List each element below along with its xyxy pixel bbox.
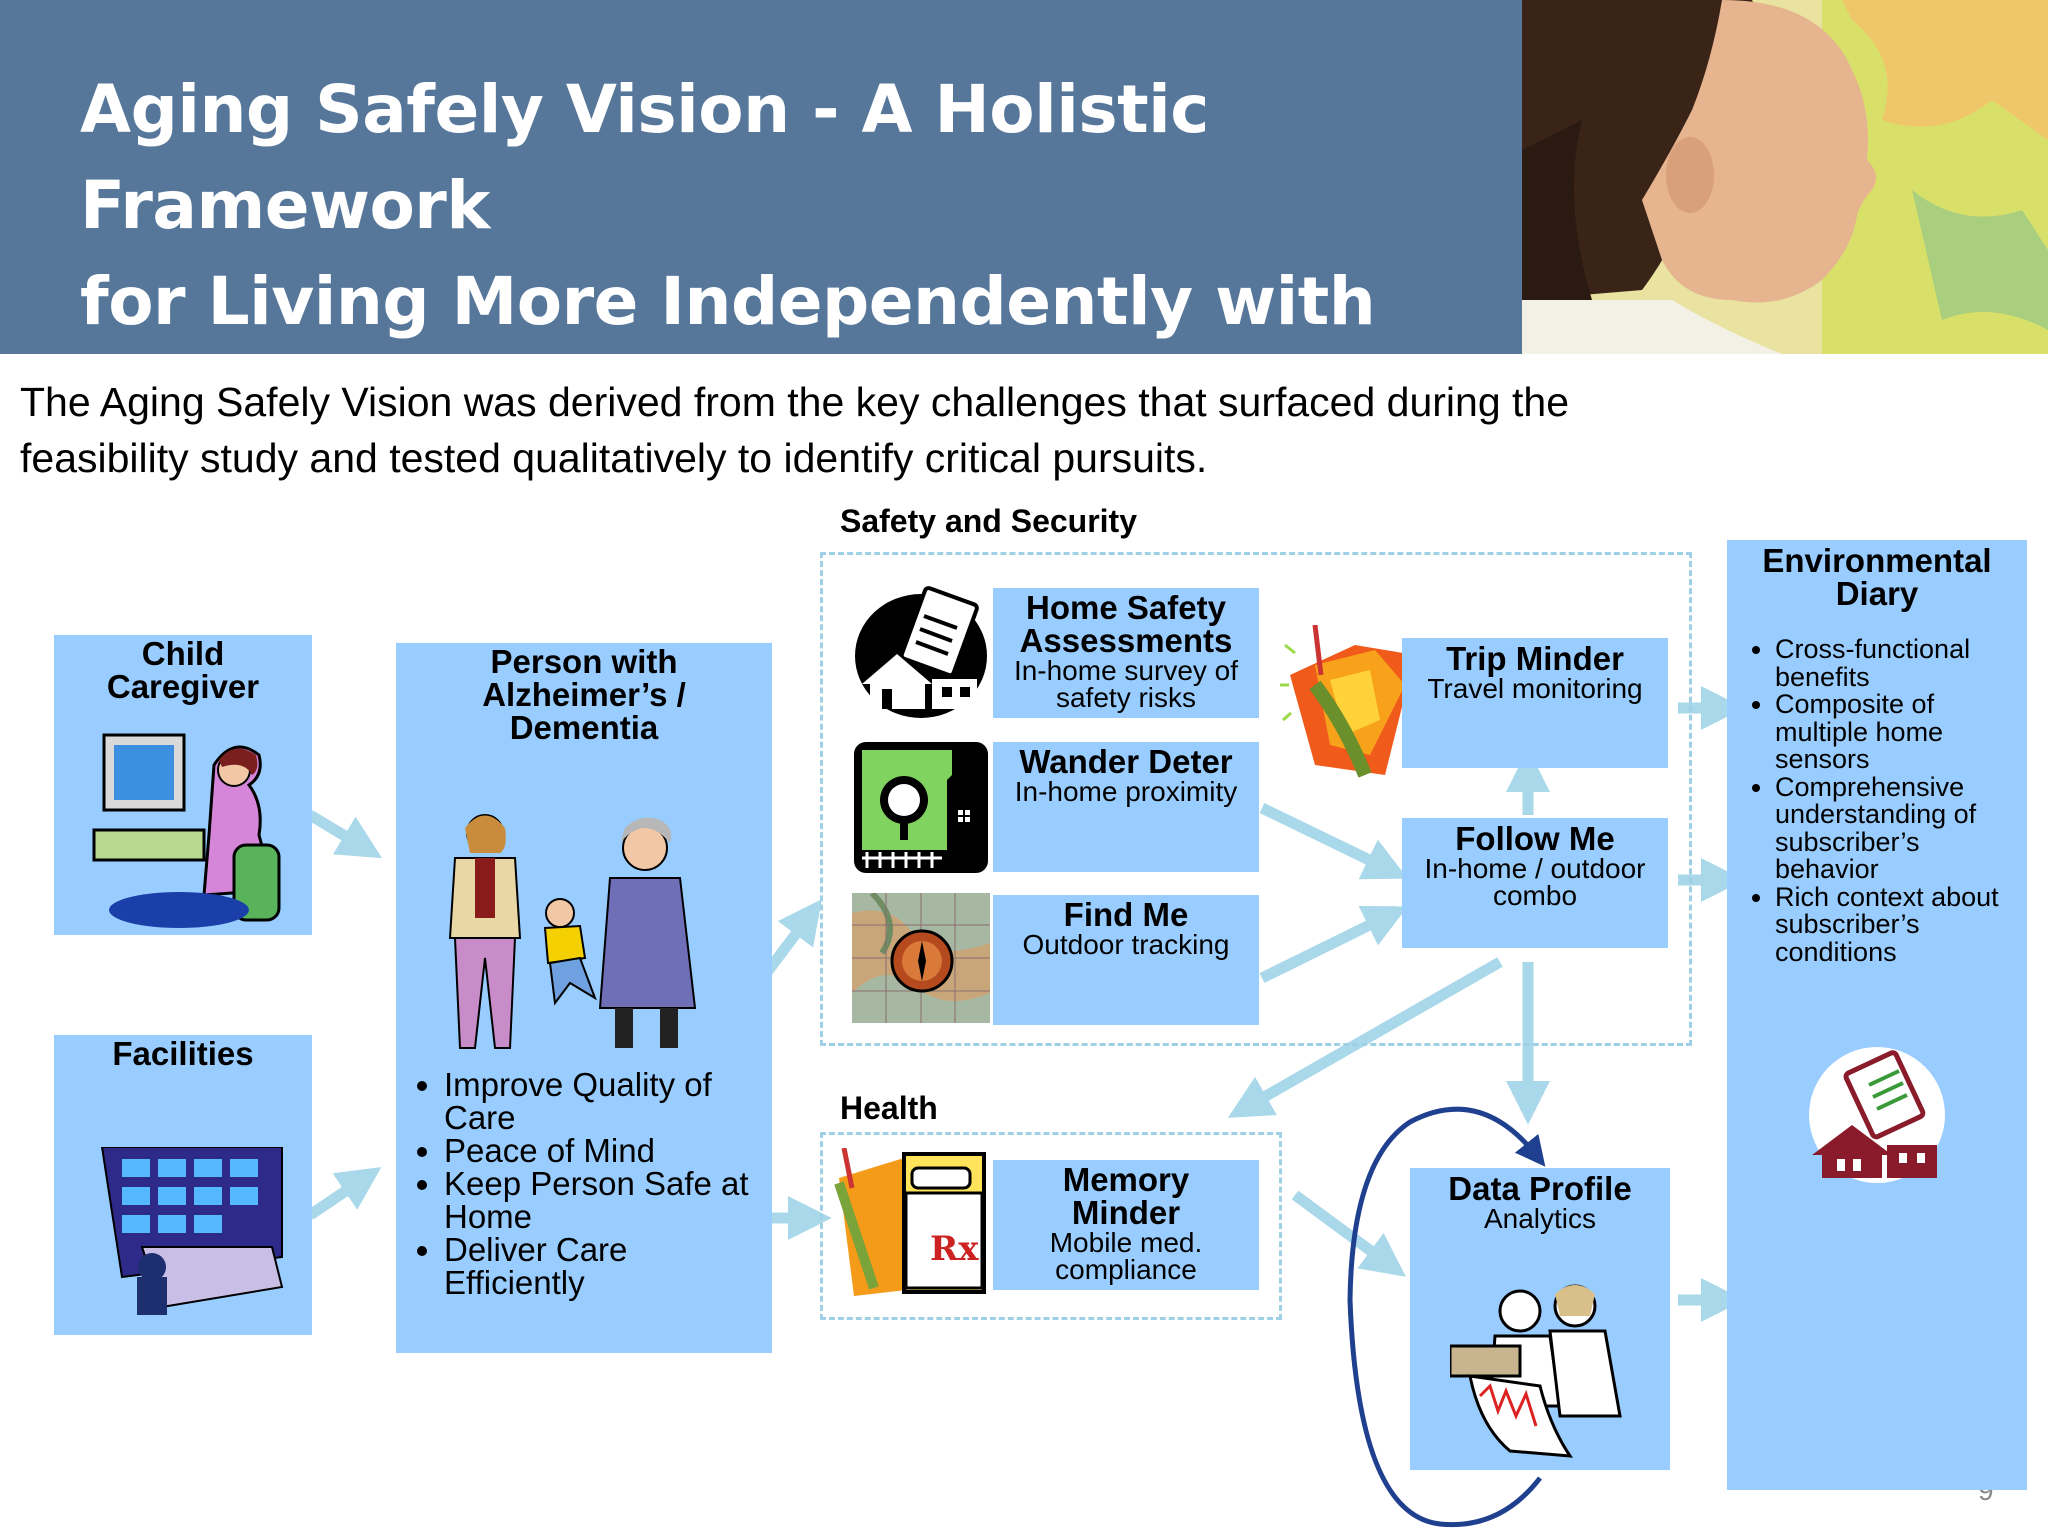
env-diary-benefits-list: Cross-functionalbenefitsComposite ofmult… [1735,635,2027,967]
arrow-facilities-to-person [306,1166,382,1220]
person-goals-list: Improve Quality ofCarePeace of MindKeep … [404,1068,764,1299]
arrow-memory-to-data [1291,1190,1406,1277]
health-section-label: Health [840,1090,938,1126]
title-line: for Living More Independently with [80,263,1376,340]
arrow-follow-to-health [1227,957,1503,1118]
person-title: Person with Alzheimer’s / Dementia [482,643,686,746]
compass-map-icon [852,893,990,1023]
tree-house-icon [852,740,990,875]
memory-minder-subtitle: Mobile med. compliance [1049,1227,1203,1285]
medicine-bottle-icon: Rx [834,1148,989,1296]
data-profile-box[interactable]: Data Profile Analytics [1410,1168,1670,1470]
find-me-box[interactable]: Find Me Outdoor tracking [993,895,1259,1025]
intro-line: feasibility study and tested qualitative… [20,435,1208,481]
girl-profile-photo [1522,0,2048,354]
env-diary-title: Environmental Diary [1762,542,1992,612]
title-line: Aging Safely Vision - A Holistic Framewo… [80,71,1209,244]
home-safety-subtitle: In-home survey of safety risks [1013,655,1239,713]
follow-me-title: Follow Me [1455,820,1615,857]
memory-minder-title: Memory Minder [1062,1161,1190,1231]
child-caregiver-box: Child Caregiver [54,635,312,935]
svg-text:Rx: Rx [930,1229,979,1269]
home-safety-title: Home Safety Assessments [1019,589,1233,659]
trip-minder-box[interactable]: Trip Minder Travel monitoring [1402,638,1668,768]
find-me-title: Find Me [1063,896,1189,933]
follow-me-subtitle: In-home / outdoor combo [1424,853,1646,911]
clipboard-house-icon [852,584,990,722]
feedback-loop-arrow [1347,1106,1546,1528]
person-goal-item: Peace of Mind [444,1134,764,1167]
arrow-person-to-safety [760,899,822,979]
wander-deter-box[interactable]: Wander Deter In-home proximity [993,742,1259,872]
memory-minder-box[interactable]: Memory Minder Mobile med. compliance [993,1160,1259,1290]
data-profile-title: Data Profile [1448,1170,1632,1207]
person-with-dementia-box: Person with Alzheimer’s / Dementia Impro… [396,643,772,1353]
title-line: Dementia [80,359,435,436]
wander-deter-subtitle: In-home proximity [1014,776,1238,807]
trip-minder-subtitle: Travel monitoring [1427,673,1643,704]
facilities-label: Facilities [112,1035,254,1072]
scientists-chart-icon [1450,1276,1630,1461]
home-safety-assessments-box[interactable]: Home Safety Assessments In-home survey o… [993,588,1259,718]
child-caregiver-label: Child Caregiver [106,635,260,705]
diary-house-icon [1807,1045,1947,1185]
safety-section-frame [820,552,1692,1046]
header-banner [0,0,1522,354]
family-walk-icon [420,808,720,1058]
find-me-subtitle: Outdoor tracking [1022,929,1230,960]
arrow-caregiver-to-person [307,810,382,859]
health-section-frame [820,1132,1282,1320]
computer-woman-icon [84,725,294,930]
page-title: Aging Safely Vision - A Holistic Framewo… [80,62,1520,446]
control-room-icon [82,1147,292,1317]
arrow-wander-to-follow [1259,803,1408,880]
safety-section-label: Safety and Security [840,503,1137,539]
environmental-diary-box: Environmental Diary Cross-functionalbene… [1727,540,2027,1490]
follow-me-box[interactable]: Follow Me In-home / outdoor combo [1402,818,1668,948]
wander-deter-title: Wander Deter [1019,743,1233,780]
travel-kite-icon [1275,625,1420,780]
facilities-box: Facilities [54,1035,312,1335]
intro-line: The Aging Safely Vision was derived from… [20,379,1570,425]
arrow-find-to-follow [1259,905,1408,983]
data-profile-subtitle: Analytics [1483,1203,1597,1234]
trip-minder-title: Trip Minder [1446,640,1624,677]
intro-text: The Aging Safely Vision was derived from… [20,374,1780,486]
